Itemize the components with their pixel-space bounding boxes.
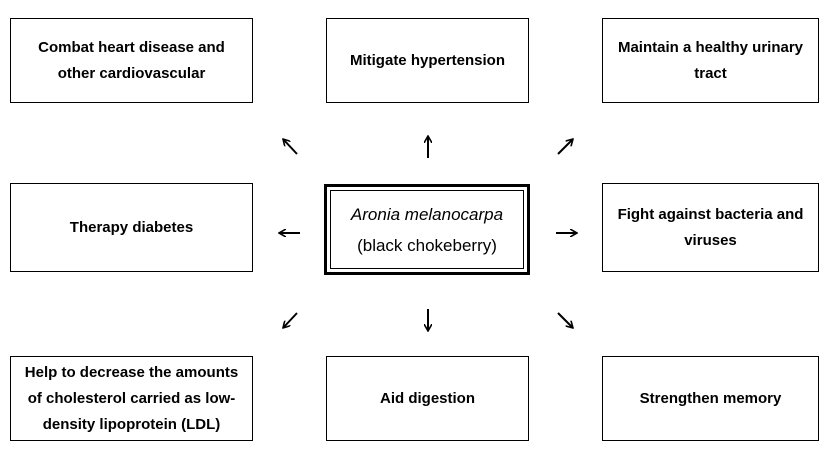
benefit-box-cholesterol: Help to decrease the amounts of choleste… bbox=[10, 356, 253, 441]
benefit-box-urinary-tract: Maintain a healthy urinary tract bbox=[602, 18, 819, 103]
benefit-label-urinary-tract: Maintain a healthy urinary tract bbox=[617, 38, 804, 82]
benefit-label-diabetes: Therapy diabetes bbox=[69, 218, 194, 236]
benefit-label-memory: Strengthen memory bbox=[639, 389, 782, 407]
benefit-box-heart-disease: Combat heart disease and other cardiovas… bbox=[10, 18, 253, 103]
arrow-down-right bbox=[557, 312, 573, 328]
benefit-box-bacteria-viruses: Fight against bacteria and viruses bbox=[602, 183, 819, 272]
benefit-box-memory: Strengthen memory bbox=[602, 356, 819, 441]
benefit-box-digestion: Aid digestion bbox=[326, 356, 529, 441]
benefit-box-diabetes: Therapy diabetes bbox=[10, 183, 253, 272]
benefit-label-hypertension: Mitigate hypertension bbox=[349, 51, 506, 69]
central-plant-inner-frame: Aronia melanocarpa (black chokeberry) bbox=[330, 190, 524, 269]
benefit-label-bacteria-viruses: Fight against bacteria and viruses bbox=[617, 205, 804, 249]
benefit-label-cholesterol: Help to decrease the amounts of choleste… bbox=[24, 363, 239, 433]
benefit-label-digestion: Aid digestion bbox=[380, 389, 475, 407]
arrow-up-right bbox=[557, 139, 573, 155]
arrow-up-left bbox=[283, 139, 298, 155]
arrow-down-left bbox=[283, 312, 298, 328]
benefit-box-hypertension: Mitigate hypertension bbox=[326, 18, 529, 103]
plant-common-name: (black chokeberry) bbox=[357, 235, 497, 255]
central-plant-box: Aronia melanocarpa (black chokeberry) bbox=[324, 184, 530, 275]
plant-scientific-name: Aronia melanocarpa bbox=[350, 204, 504, 224]
benefit-label-heart-disease: Combat heart disease and other cardiovas… bbox=[38, 38, 225, 82]
